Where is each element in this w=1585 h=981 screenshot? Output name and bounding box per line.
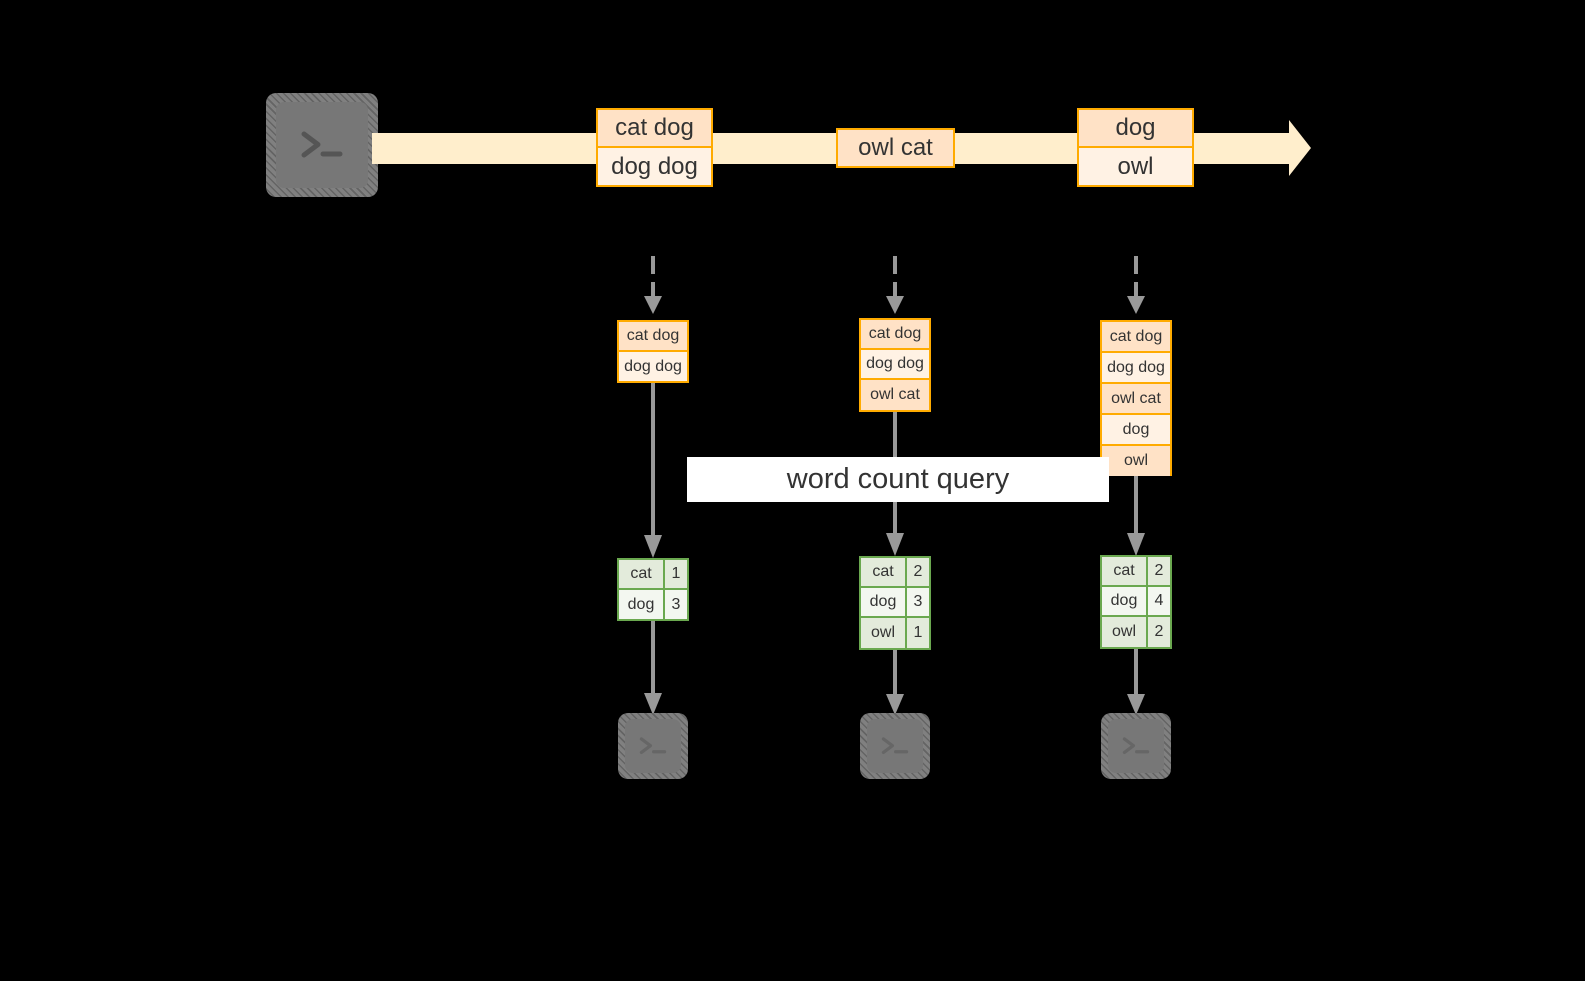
table-row: owl 1 <box>861 618 929 648</box>
snapshot-2-input-row: dog dog <box>861 350 929 380</box>
result-word-cell: dog <box>861 588 907 616</box>
table-row: cat 1 <box>619 560 687 590</box>
dashed-arrow-down-icon <box>882 256 908 316</box>
result-count-cell: 1 <box>913 624 923 641</box>
snapshot-3-result-table: cat 2 dog 4 owl 2 <box>1100 555 1172 649</box>
snapshot-2-input-row: cat dog <box>861 320 929 350</box>
stream-batch-3-row: dog <box>1079 110 1192 148</box>
dashed-arrow-down-icon <box>1123 256 1149 316</box>
result-count-cell: 4 <box>1154 592 1164 609</box>
query-label-band: word count query <box>687 457 1109 502</box>
result-count-cell: 1 <box>671 565 681 582</box>
dashed-arrow-down-icon <box>640 256 666 316</box>
arrow-down-icon <box>640 383 666 560</box>
stream-batch-3: dog owl <box>1077 108 1194 187</box>
result-count-cell: 2 <box>1154 623 1164 640</box>
arrow-down-icon <box>640 621 666 717</box>
arrow-down-icon <box>1123 476 1149 558</box>
result-word-cell: cat <box>861 558 907 586</box>
stream-batch-2-row: owl cat <box>838 130 953 166</box>
table-row: cat 2 <box>861 558 929 588</box>
snapshot-1-sink-terminal-icon <box>618 713 688 779</box>
result-count-cell: 3 <box>913 593 923 610</box>
result-count-cell: 3 <box>671 595 681 613</box>
table-row: owl 2 <box>1102 617 1170 647</box>
snapshot-2-sink-terminal-icon <box>860 713 930 779</box>
table-row: dog 4 <box>1102 587 1170 617</box>
snapshot-3-input-row: cat dog <box>1102 322 1170 353</box>
stream-batch-2: owl cat <box>836 128 955 168</box>
result-count-cell: 2 <box>1154 562 1164 579</box>
result-word-cell: owl <box>861 618 907 648</box>
result-word-cell: cat <box>1102 557 1148 585</box>
result-word-cell: dog <box>1102 587 1148 615</box>
snapshot-1-input-table: cat dog dog dog <box>617 320 689 383</box>
snapshot-1-result-table: cat 1 dog 3 <box>617 558 689 621</box>
snapshot-3-input-table: cat dog dog dog owl cat dog owl <box>1100 320 1172 476</box>
snapshot-3-sink-terminal-icon <box>1101 713 1171 779</box>
right-arrow-icon <box>1289 120 1311 176</box>
stream-batch-3-row: owl <box>1079 148 1192 185</box>
table-row: dog 3 <box>861 588 929 618</box>
stream-batch-1-row: cat dog <box>598 110 711 148</box>
result-word-cell: owl <box>1102 617 1148 647</box>
snapshot-3-input-row: dog <box>1102 415 1170 446</box>
snapshot-2-input-table: cat dog dog dog owl cat <box>859 318 931 412</box>
arrow-down-icon <box>1123 649 1149 717</box>
snapshot-1-input-row: dog dog <box>619 352 687 381</box>
snapshot-2-result-table: cat 2 dog 3 owl 1 <box>859 556 931 650</box>
source-terminal-icon <box>266 93 378 197</box>
table-row: dog 3 <box>619 590 687 619</box>
snapshot-3-input-row: dog dog <box>1102 353 1170 384</box>
snapshot-3-input-row: owl cat <box>1102 384 1170 415</box>
table-row: cat 2 <box>1102 557 1170 587</box>
result-word-cell: cat <box>619 560 665 588</box>
result-word-cell: dog <box>619 590 665 619</box>
arrow-down-icon <box>882 650 908 717</box>
snapshot-3-input-row: owl <box>1102 446 1170 476</box>
snapshot-2-input-row: owl cat <box>861 380 929 410</box>
query-label: word count query <box>786 463 1010 495</box>
snapshot-1-input-row: cat dog <box>619 322 687 352</box>
stream-batch-1: cat dog dog dog <box>596 108 713 187</box>
stream-batch-1-row: dog dog <box>598 148 711 185</box>
result-count-cell: 2 <box>913 563 923 580</box>
